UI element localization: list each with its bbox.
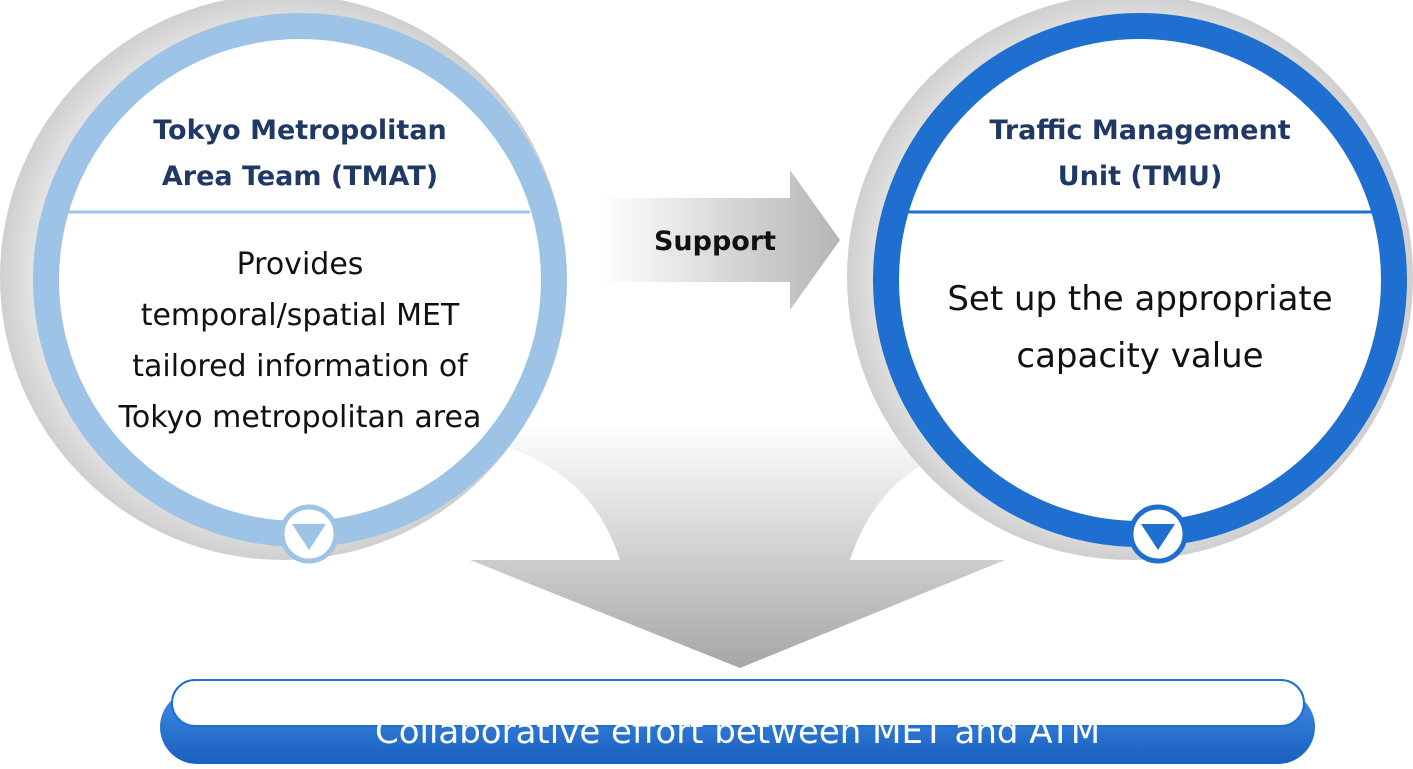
left-node-body-line1: Provides [236, 247, 364, 282]
left-node-body-line4: Tokyo metropolitan area [118, 400, 482, 435]
support-arrow [600, 170, 840, 310]
banner-highlight [171, 679, 1305, 727]
left-node-body-line3: tailored information of [132, 349, 468, 384]
banner-text: Collaborative effort between MET and ATM [374, 712, 1101, 752]
left-node-title-line1: Tokyo Metropolitan [153, 115, 447, 146]
right-node-body-line1: Set up the appropriate [947, 279, 1333, 319]
down-arrow [440, 425, 1020, 668]
right-chevron-down-icon [1141, 524, 1175, 550]
right-node-title-line1: Traffic Management [989, 115, 1291, 146]
left-chevron-down-icon [292, 524, 326, 550]
left-node-title-line2: Area Team (TMAT) [161, 161, 439, 192]
support-label: Support [653, 226, 777, 257]
right-node-title-line2: Unit (TMU) [1057, 161, 1223, 192]
right-node-body-line2: capacity value [1016, 336, 1264, 376]
left-node-body-line2: temporal/spatial MET [140, 298, 460, 333]
